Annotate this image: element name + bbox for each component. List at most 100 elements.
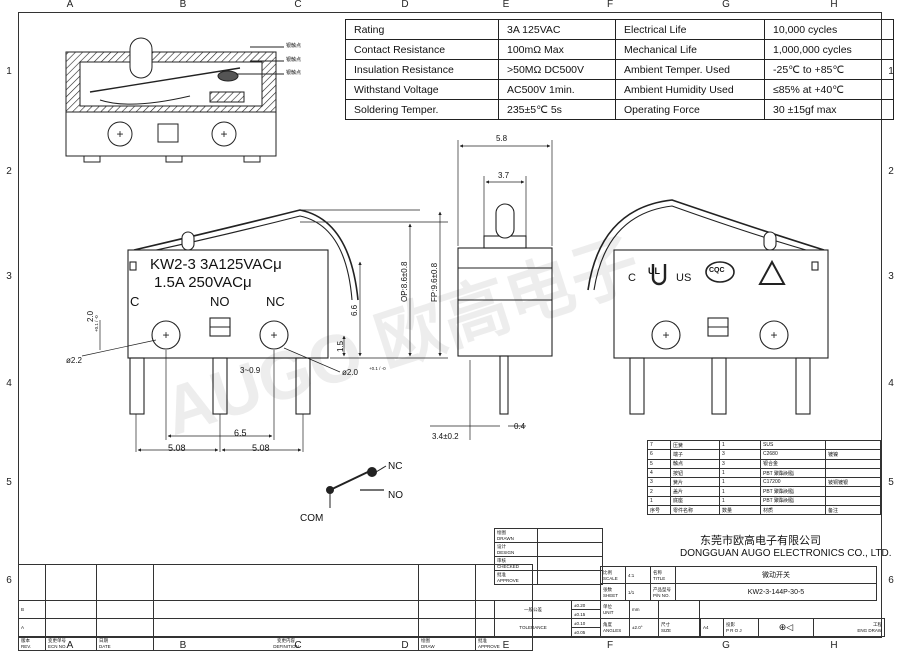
size-value: A4 [700, 618, 724, 637]
label-cn: 角度 [603, 622, 612, 627]
tolerance-value: ±0.15 [571, 609, 601, 619]
spec-value: 1,000,000 cycles [764, 39, 894, 60]
dim-3: 3~0.9 [240, 366, 261, 375]
bom-name: 端子 [670, 449, 720, 460]
zone-col-d-top: D [401, 0, 409, 10]
front-hole-c [151, 320, 181, 350]
bom-name: 簧片 [670, 477, 720, 488]
back-plunger [763, 231, 777, 251]
bom-header-name: 零件名称 [670, 505, 720, 516]
dim-fp: FP:9.6±0.8 [430, 262, 439, 302]
spec-value: -25℃ to +85℃ [764, 59, 894, 80]
bom-note [825, 458, 881, 469]
label-en: REV. [21, 644, 32, 649]
dim-508a: 5.08 [168, 443, 186, 453]
label-en: ENG DRAW [857, 628, 882, 633]
spec-row: Insulation Resistance >50MΩ DC500V Ambie… [345, 59, 894, 80]
rev-cell [418, 600, 476, 619]
dim-15: 1.5 [336, 340, 345, 352]
rev-cell [418, 618, 476, 637]
signoff-value [537, 528, 603, 543]
label-cn: 产品型号 [653, 586, 671, 592]
callout-label: 银触点 [286, 70, 302, 76]
spec-label: Withstand Voltage [345, 79, 499, 100]
callout-label: 银触点 [286, 57, 302, 63]
bom-qty: 1 [719, 495, 761, 507]
zone-col-g-top: G [722, 0, 730, 10]
bom-material: PBT 聚酯树脂 [760, 467, 826, 479]
spec-row: Contact Resistance 100mΩ Max Mechanical … [345, 39, 894, 60]
bom-no: 6 [647, 449, 671, 460]
section-spring-arm [89, 67, 241, 93]
section-body-lower [65, 111, 277, 157]
zone-row-3-right: 3 [888, 271, 894, 282]
zone-col-f-top: F [606, 0, 614, 10]
tolerance-value: ±0.20 [571, 600, 601, 610]
spec-label: Soldering Temper. [345, 99, 499, 120]
label-cn: 绘图 [421, 638, 430, 643]
dim-20-tol: +0.1 / -0 [94, 315, 99, 332]
dim-37: 3.7 [498, 171, 510, 180]
zone-row-6-left: 6 [6, 575, 12, 586]
body-marking-1: KW2-3 3A125VACμ [150, 256, 282, 273]
unit-value: mm [629, 600, 659, 619]
cert-c: C [628, 272, 636, 284]
side-plunger [495, 203, 515, 239]
tb-pn-value: KW2-3-144P-30-5 [675, 583, 877, 601]
section-hole-right [211, 121, 237, 147]
spec-value: 10,000 cycles [764, 19, 894, 40]
label-cn: 尺寸 [661, 622, 670, 627]
label-cn: 变更单号 [48, 638, 66, 643]
bom-no: 1 [647, 495, 671, 507]
section-window [157, 123, 179, 143]
dim-65: 6.5 [234, 428, 247, 438]
section-pin [83, 155, 101, 163]
label-en: SCALE [603, 575, 618, 581]
front-pin-c [129, 357, 145, 415]
bom-name: 底座 [670, 495, 720, 507]
rev-cell [96, 600, 154, 619]
label-en: DATE [99, 644, 111, 649]
back-hole-left [651, 320, 681, 350]
schematic-nc-node [367, 467, 377, 477]
label-en: DEFINITION [273, 644, 299, 649]
dim-op: OP:8.6±0.8 [400, 261, 409, 302]
bom-qty: 1 [719, 439, 761, 451]
dim-66: 6.6 [350, 304, 359, 316]
label-en: APPROVE [478, 644, 500, 649]
angle-value: ±2.0° [629, 618, 659, 637]
label-cn: 批准 [478, 638, 487, 643]
cert-cqc: CQC [709, 267, 725, 274]
bom-note [825, 439, 881, 451]
bom-material: C2680 [760, 449, 826, 460]
back-pin [629, 357, 645, 415]
label-en: P R O J [726, 628, 742, 633]
zone-row-5-left: 5 [6, 477, 12, 488]
bom-note [825, 495, 881, 507]
bom-no: 5 [647, 458, 671, 469]
schematic-com: COM [300, 513, 324, 524]
tolerance-value: ±0.05 [571, 627, 601, 637]
schematic-contact-arm [329, 469, 373, 491]
bom-note: 铍铜镀银 [825, 477, 881, 488]
dim-hole-dia: ø2.2 [66, 356, 83, 365]
bom-name: 盖片 [670, 486, 720, 497]
bom-qty: 1 [719, 467, 761, 479]
label-en: P/N NO. [653, 592, 670, 598]
bom-no: 3 [647, 477, 671, 488]
cqc-logo-icon [705, 261, 735, 283]
spec-label: Ambient Temper. Used [615, 59, 765, 80]
bom-header-no: 序号 [647, 505, 671, 516]
bom-qty: 1 [719, 477, 761, 488]
